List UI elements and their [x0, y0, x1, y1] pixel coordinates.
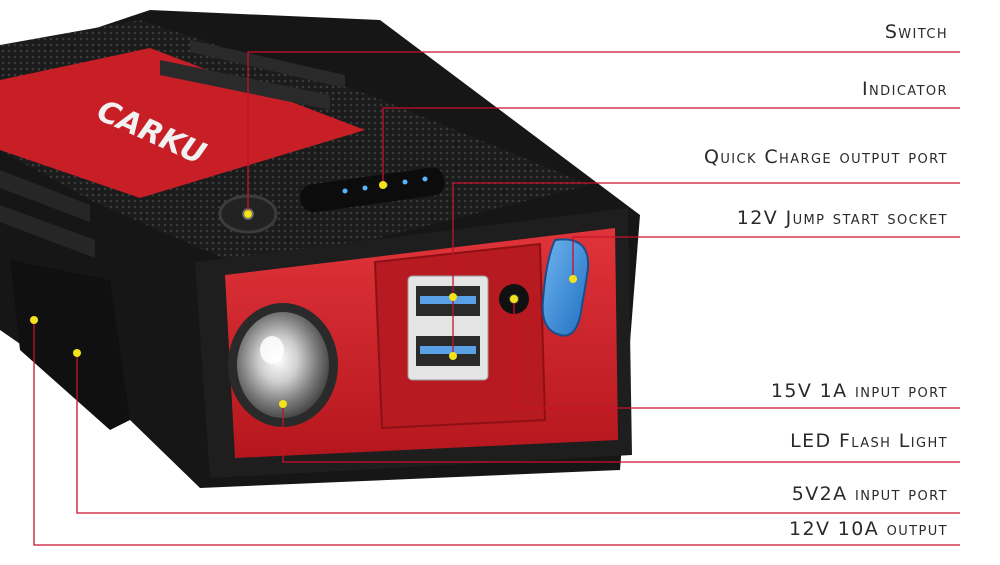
callout-input-5v: 5V2A input port: [791, 483, 948, 505]
jump-start-socket: [541, 238, 590, 337]
brand-panel: [0, 48, 365, 198]
callout-output-12v: 12V 10A output: [788, 518, 948, 540]
callout-quick-charge: Quick Charge output port: [704, 146, 948, 168]
callout-jump-start: 12V Jump start socket: [736, 207, 948, 229]
callout-switch: Switch: [884, 21, 948, 43]
callout-dots: [30, 181, 577, 408]
callout-input-15v: 15V 1A input port: [770, 380, 948, 402]
callout-led-flash: LED Flash Light: [790, 430, 948, 452]
callout-indicator: Indicator: [862, 78, 948, 100]
indicator-strip: [300, 167, 445, 213]
side-ribs: [0, 40, 345, 258]
end-cap: [10, 260, 130, 430]
leader-lines: [33, 51, 960, 546]
